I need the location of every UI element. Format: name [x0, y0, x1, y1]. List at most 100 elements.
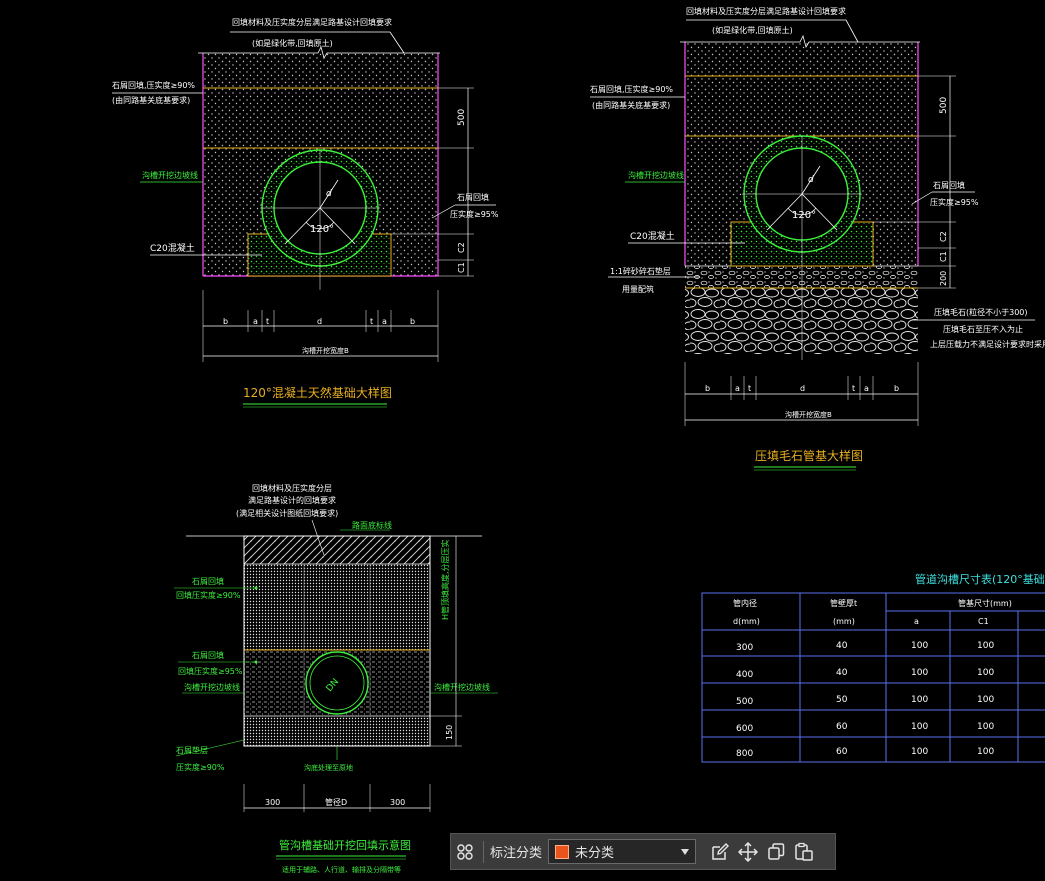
table-cell: 100 — [911, 722, 928, 732]
d3-pipe — [305, 651, 369, 715]
chevron-down-icon — [681, 848, 690, 855]
d2-note-gravel-1: 1:1碎砂碎石垫层 — [610, 266, 671, 276]
d3-road-surface-layer — [244, 536, 430, 564]
paste-button[interactable] — [790, 838, 818, 866]
table-cell: 100 — [977, 747, 994, 757]
d3-note-l2-2: 回填压实度≥95% — [178, 666, 243, 676]
table-cell: 100 — [911, 747, 928, 757]
drawing-rubble-foundation: 120° d 回填材料及压实度分层满足路基设计回填要求 (如是绿化带,回填原土)… — [590, 6, 1045, 471]
table-cell: 100 — [977, 695, 994, 705]
d1-dim-c1: C1 — [457, 262, 466, 273]
category-select[interactable]: 未分类 — [548, 839, 697, 864]
table-cell: 40 — [836, 668, 848, 678]
d3-note-surface: 路面底标线 — [352, 520, 392, 530]
d3-note-top-1: 回填材料及压实度分层 — [252, 483, 332, 493]
d2-rubble-layer — [685, 288, 918, 354]
d2-dim-a-right: a — [864, 384, 869, 393]
pipe-trench-size-table: 管道沟槽尺寸表(120°基础) 管内径 d(mm) 管壁厚t (mm) 管基尺寸… — [701, 572, 1045, 763]
d1-title: 120°混凝土天然基础大样图 — [243, 385, 392, 400]
d1-width-label: 沟槽开挖宽度B — [302, 346, 349, 355]
table-cell: 60 — [836, 722, 848, 732]
d1-dim-b-right: b — [410, 317, 415, 326]
table-cell: 100 — [911, 695, 928, 705]
d3-note-base-1: 石屑垫层 — [176, 745, 208, 755]
copy-button[interactable] — [762, 838, 790, 866]
category-color-swatch — [555, 844, 570, 859]
table-cell: 800 — [736, 749, 753, 759]
d3-dim-middle: 管径D — [325, 797, 347, 807]
d1-note-top-1: 回填材料及压实度分层满足路基设计回填要求 — [232, 17, 392, 27]
d2-width-label: 沟槽开挖宽度B — [785, 410, 832, 419]
table-header-wall-2: (mm) — [833, 617, 855, 626]
drawing-120-natural-foundation: 120° d 回填材料及压实度分层满足路基设计回填要求 (如是绿化带,回填原土)… — [112, 17, 499, 408]
table-cell: 60 — [836, 747, 848, 757]
d1-note-stone-1: 石屑回填 — [457, 192, 489, 202]
d2-dim-b-left: b — [705, 384, 710, 393]
category-select-value: 未分类 — [575, 846, 615, 861]
d2-dim-200: 200 — [939, 271, 948, 286]
d1-note-top-2: (如是绿化带,回填原土) — [252, 38, 333, 48]
d2-gravel-layer — [685, 266, 918, 288]
table-cell: 50 — [836, 695, 848, 705]
d3-note-vertical: H管顶填高度,分层压实 — [440, 539, 450, 620]
category-label: 标注分类 — [490, 846, 543, 861]
move-button[interactable] — [734, 838, 762, 866]
annotation-toolbar: 标注分类 未分类 — [450, 833, 836, 870]
d1-angle-label: 120° — [310, 224, 334, 235]
d2-dim-d: d — [800, 384, 805, 393]
d3-note-bottom: 沟底处理至原地 — [304, 763, 353, 772]
copy-icon — [768, 842, 785, 860]
d1-note-concrete: C20混凝土 — [150, 242, 195, 254]
d1-dim-c2: C2 — [457, 242, 466, 253]
table-title: 管道沟槽尺寸表(120°基础) — [915, 572, 1045, 586]
d2-note-stone-1: 石屑回填 — [933, 180, 965, 190]
d1-dim-500: 500 — [457, 109, 467, 126]
d2-note-rubble-1: 压填毛石(粒径不小于300) — [934, 307, 1028, 317]
d2-note-top-1: 回填材料及压实度分层满足路基设计回填要求 — [686, 6, 846, 16]
edit-icon — [712, 842, 730, 860]
d3-note-top-2: 满足路基设计的回填要求 — [248, 495, 336, 505]
d3-title: 管沟槽基础开挖回填示意图 — [279, 838, 411, 852]
table-cell: 600 — [736, 724, 753, 734]
d2-dim-b-right: b — [894, 384, 899, 393]
toolbar-divider — [483, 840, 484, 863]
d3-dim-right: 300 — [390, 798, 405, 807]
table-header-pipe-1: 管内径 — [733, 598, 757, 608]
drawing-trench-backfill: DN 回填材料及压实度分层 满足路基设计的回填要求 (满足相关设计图纸回填要求)… — [174, 483, 498, 874]
d3-note-edge-right: 沟槽开挖边坡线 — [434, 682, 490, 692]
d3-note-l2-1: 石屑回填 — [192, 650, 224, 660]
paste-icon — [795, 842, 813, 861]
table-header-size: 管基尺寸(mm) — [958, 598, 1012, 608]
d1-note-edge: 沟槽开挖边坡线 — [142, 170, 198, 180]
d2-note-rubble-2: 压填毛石至压不入为止 — [943, 324, 1023, 334]
d1-d-mark: d — [326, 189, 332, 199]
d2-dim-t-right: t — [852, 384, 855, 393]
d3-note-edge-left: 沟槽开挖边坡线 — [184, 682, 240, 692]
d1-dim-b-left: b — [223, 317, 228, 326]
d3-subtitle: 适用于辅路、人行道、输排及分隔带等 — [282, 865, 401, 874]
d1-note-compact-2: (由同路基关底基要求) — [112, 95, 190, 105]
edit-button[interactable] — [706, 838, 734, 866]
d3-dim-left: 300 — [265, 798, 280, 807]
d1-note-stone-2: 压实度≥95% — [450, 209, 499, 219]
d3-note-l1-2: 回填压实度≥90% — [176, 590, 241, 600]
d1-dim-d: d — [317, 317, 322, 326]
d3-note-top-3: (满足相关设计图纸回填要求) — [236, 508, 338, 518]
d1-dim-t-right: t — [370, 317, 373, 326]
table-header-c1: C1 — [978, 617, 989, 626]
table-cell: 100 — [977, 641, 994, 651]
d2-dim-a-left: a — [735, 384, 740, 393]
d1-dim-t-left: t — [266, 317, 269, 326]
d3-base-layer — [244, 716, 430, 746]
grid-icon — [457, 843, 473, 860]
d1-dim-a-right: a — [382, 317, 387, 326]
d2-d-mark: d — [808, 175, 814, 185]
d2-dim-c2: C2 — [939, 231, 948, 242]
table-header-pipe-2: d(mm) — [733, 617, 760, 626]
table-cell: 100 — [977, 722, 994, 732]
d2-note-compact-2: (由同路基关底基要求) — [592, 100, 670, 110]
d2-note-gravel-2: 用量配筑 — [622, 284, 654, 294]
table-cell: 100 — [977, 668, 994, 678]
grid-menu-button[interactable] — [451, 838, 479, 866]
